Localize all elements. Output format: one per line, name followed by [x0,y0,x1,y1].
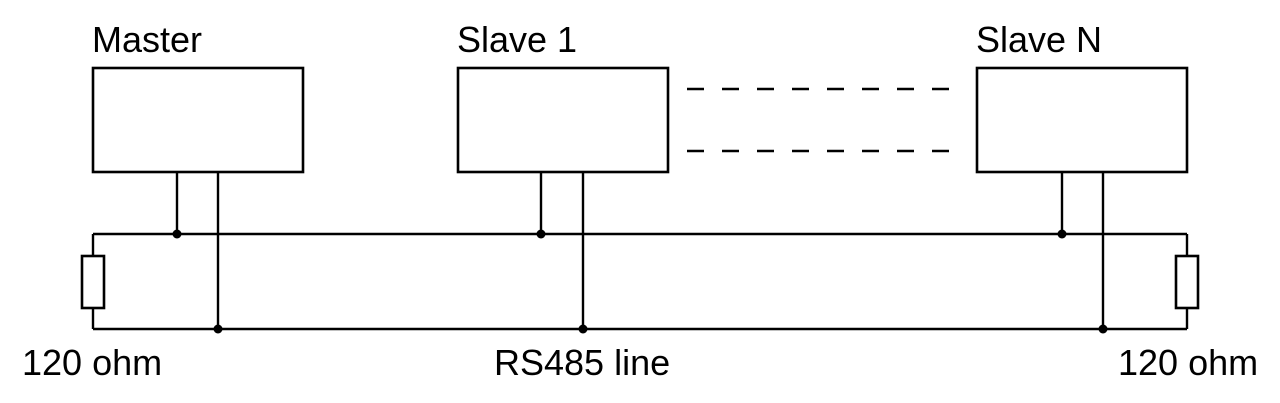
terminator-right-label: 120 ohm [1118,342,1258,383]
resistor-symbol-left [80,254,106,310]
label-group: Master Slave 1 Slave N 120 ohm RS485 lin… [22,19,1258,383]
junction-dot [172,229,182,239]
master-box [91,66,305,174]
shape-group [80,66,1200,310]
slaveN-box [975,66,1189,174]
junction-group [172,229,1108,334]
junction-dot [1098,324,1108,334]
junction-dot [578,324,588,334]
resistor-symbol-right [1174,254,1200,310]
slaveN-label: Slave N [976,19,1102,60]
terminator-left-label: 120 ohm [22,342,162,383]
slave1-label: Slave 1 [457,19,577,60]
junction-dot [213,324,223,334]
bus-label: RS485 line [494,342,670,383]
master-label: Master [92,19,202,60]
wire-group [91,87,1189,331]
junction-dot [536,229,546,239]
slave1-box [456,66,670,174]
junction-dot [1057,229,1067,239]
